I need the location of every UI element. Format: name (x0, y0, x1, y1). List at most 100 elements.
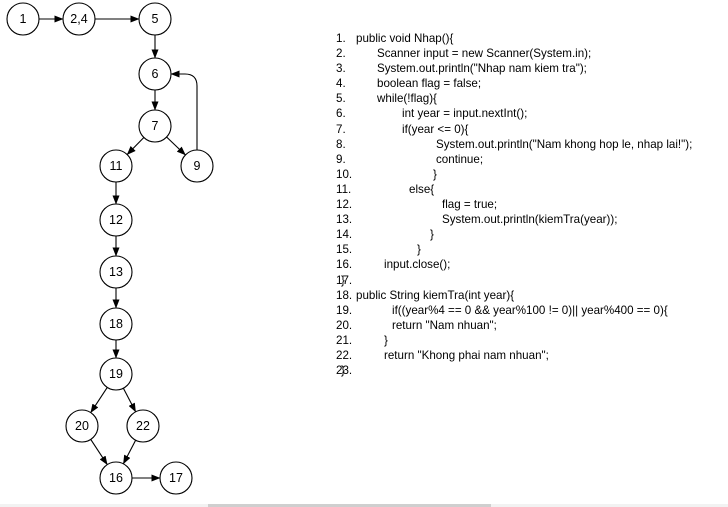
node-circle (65, 409, 99, 443)
line-number: 19. (336, 303, 353, 317)
graph-node-6: 6 (138, 57, 172, 91)
code-text: boolean flag = false; (377, 77, 482, 91)
code-text: System.out.println(kiemTra(year)); (442, 213, 618, 227)
graph-node-13: 13 (99, 255, 133, 289)
line-number: 3. (336, 62, 346, 76)
line-number: 5. (336, 92, 346, 106)
graph-node-11: 11 (99, 149, 133, 183)
line-number: 8. (336, 137, 346, 151)
graph-node-7: 7 (138, 109, 172, 143)
line-number: 1. (336, 32, 346, 45)
node-circle (138, 57, 172, 91)
edge-7-to-9 (166, 136, 186, 156)
code-text: flag = true; (442, 198, 498, 212)
node-label: 19 (109, 367, 123, 381)
node-label: 22 (136, 419, 150, 433)
horizontal-scrollbar-thumb[interactable] (208, 504, 491, 507)
node-label: 5 (152, 12, 159, 26)
node-label: 18 (109, 317, 123, 331)
code-text: int year = input.nextInt(); (402, 107, 528, 121)
code-text: return "Nam nhuan"; (392, 318, 497, 332)
control-flow-graph: 1 2,4 5 6 7 9 11 12 13 18 19 20 22 16 17 (6, 2, 214, 495)
line-number: 11. (336, 182, 352, 196)
edge-9-to-6 (170, 70, 198, 150)
code-text: System.out.println("Nhap nam kiem tra"); (377, 62, 587, 76)
code-text: } (417, 243, 421, 257)
code-text: } (433, 167, 437, 181)
code-text: return "Khong phai nam nhuan"; (384, 348, 549, 362)
node-circle (6, 2, 40, 36)
node-circle (159, 461, 193, 495)
code-text: public void Nhap(){ (356, 32, 454, 45)
node-label: 17 (169, 471, 183, 485)
node-circle (99, 461, 133, 495)
node-label: 13 (109, 265, 123, 279)
line-number: 9. (336, 152, 346, 166)
node-circle (138, 109, 172, 143)
line-number: 2. (336, 47, 346, 61)
line-number: 13. (336, 213, 353, 227)
edge-20-to-16 (90, 439, 108, 466)
node-label: 20 (75, 419, 89, 433)
node-label: 9 (194, 159, 201, 173)
graph-node-9: 9 (180, 149, 214, 183)
node-circle (99, 149, 133, 183)
line-number: 16. (336, 258, 353, 272)
graph-node-1: 1 (6, 2, 40, 36)
line-number: 21. (336, 333, 353, 347)
code-text: if(year <= 0){ (402, 122, 469, 136)
line-number: 15. (336, 243, 353, 257)
line-number: 14. (336, 228, 353, 242)
code-text: } (384, 333, 388, 347)
edge-22-to-16 (122, 439, 137, 465)
edge-19-to-20 (90, 387, 108, 414)
node-label: 11 (110, 159, 123, 173)
node-label: 12 (109, 213, 123, 227)
node-circle (180, 149, 214, 183)
line-number: 20. (336, 318, 353, 332)
graph-nodes: 1 2,4 5 6 7 9 11 12 13 18 19 20 22 16 17 (6, 2, 214, 495)
code-text: Scanner input = new Scanner(System.in); (377, 47, 592, 61)
node-label: 1 (20, 12, 27, 26)
node-circle (99, 307, 133, 341)
code-text: if((year%4 == 0 && year%100 != 0)|| year… (392, 303, 668, 317)
line-number: 10. (336, 167, 353, 181)
node-circle (138, 2, 172, 36)
graph-node-2_4: 2,4 (62, 2, 96, 36)
code-text: System.out.println("Nam khong hop le, nh… (436, 137, 693, 151)
node-label: 2,4 (70, 12, 87, 26)
line-number: 4. (336, 77, 346, 91)
node-circle (99, 255, 133, 289)
line-number: 6. (336, 107, 346, 121)
node-label: 16 (109, 471, 123, 485)
node-circle (62, 2, 96, 36)
graph-node-18: 18 (99, 307, 133, 341)
line-number: 7. (336, 122, 346, 136)
graph-node-19: 19 (99, 357, 133, 391)
code-text: else{ (409, 182, 435, 196)
edge-7-to-11 (126, 137, 145, 155)
node-circle (99, 203, 133, 237)
graph-node-20: 20 (65, 409, 99, 443)
edge-19-to-22 (122, 387, 137, 413)
code-text: public String kiemTra(int year){ (356, 288, 515, 302)
graph-node-22: 22 (126, 409, 160, 443)
code-text: while(!flag){ (377, 92, 437, 106)
code-text: input.close(); (384, 258, 451, 272)
line-number: 23. (336, 364, 353, 378)
code-text: } (430, 228, 434, 242)
code-text: continue; (436, 152, 484, 166)
graph-node-17: 17 (159, 461, 193, 495)
code-text: } (341, 364, 345, 378)
line-number: 12. (336, 198, 353, 212)
line-number: 22. (336, 348, 353, 362)
node-label: 7 (152, 119, 159, 133)
node-label: 6 (152, 67, 159, 81)
graph-node-16: 16 (99, 461, 133, 495)
line-number: 18. (336, 288, 353, 302)
graph-edges (39, 15, 198, 482)
line-number: 17. (336, 273, 353, 287)
node-circle (126, 409, 160, 443)
node-circle (99, 357, 133, 391)
graph-node-5: 5 (138, 2, 172, 36)
